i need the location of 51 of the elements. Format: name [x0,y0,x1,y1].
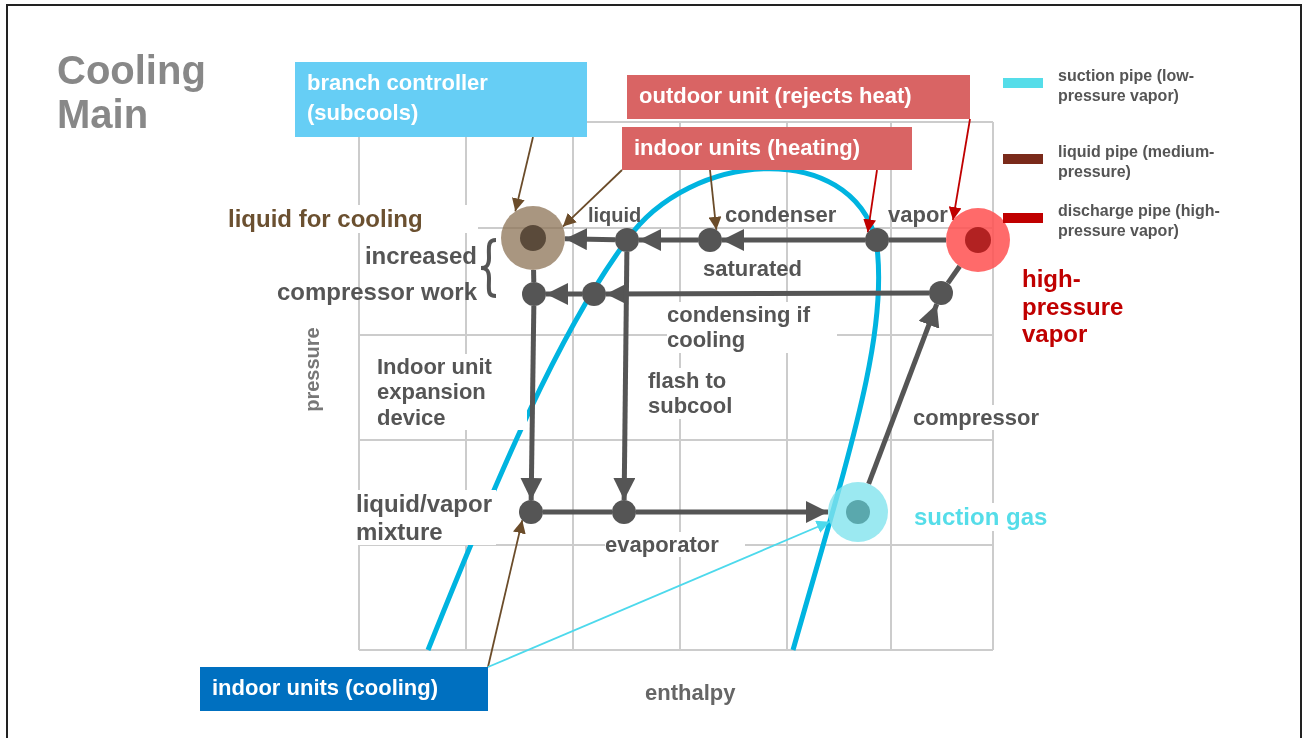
callout-box: indoor units (heating) [622,127,912,170]
arrow [520,305,543,501]
axis-label: enthalpy [645,680,737,706]
legend-text: discharge pipe (high-pressure vapor) [1058,201,1221,241]
arrow [546,283,582,305]
axis-label: pressure [300,326,324,414]
state-point [582,282,606,306]
chart-annotation: liquid [588,204,643,227]
state-point [612,500,636,524]
callout-box: outdoor unit (rejects heat) [627,75,970,119]
callout-box: indoor units (cooling) [200,667,488,711]
callout-box: branch controller (subcools) [295,62,587,137]
arrow [636,501,828,523]
slide-title: Cooling Main [57,48,207,136]
leader-line [487,520,831,668]
state-point [698,228,722,252]
chart-annotation: increased compressor work [275,241,477,307]
highlighted-state-point [501,206,565,270]
highlighted-state-point [946,208,1010,272]
leader-line [863,169,878,234]
leader-line [487,519,526,668]
leader-line [708,169,722,231]
legend-text: suction pipe (low-pressure vapor) [1058,66,1195,106]
leader-line [512,136,534,213]
arrow [639,229,698,251]
point-label: liquid for cooling [228,205,478,233]
state-point [519,500,543,524]
chart-annotation: saturated [703,256,804,282]
connector-line [531,269,537,283]
edge-label: Indoor unit expansion device [377,354,527,430]
leader-line [562,169,623,228]
edge-label: condensing if cooling [667,302,837,353]
point-label: liquid/vapor mixture [356,490,496,546]
arrow [564,228,616,251]
connector-line [889,237,946,243]
connector-line [945,264,962,285]
connector-line [543,509,612,515]
arrow [613,251,636,501]
arrow [606,282,929,305]
chart-annotation: vapor [888,202,949,228]
arrow [722,229,865,251]
state-point [865,228,889,252]
arrow [866,303,940,485]
edge-label: evaporator [605,532,745,558]
state-point [929,281,953,305]
state-point [522,282,546,306]
leader-line [948,118,971,221]
chart-annotation: condenser [725,202,838,228]
highlighted-state-point [828,482,888,542]
legend-text: liquid pipe (medium-pressure) [1058,142,1216,182]
state-point [615,228,639,252]
